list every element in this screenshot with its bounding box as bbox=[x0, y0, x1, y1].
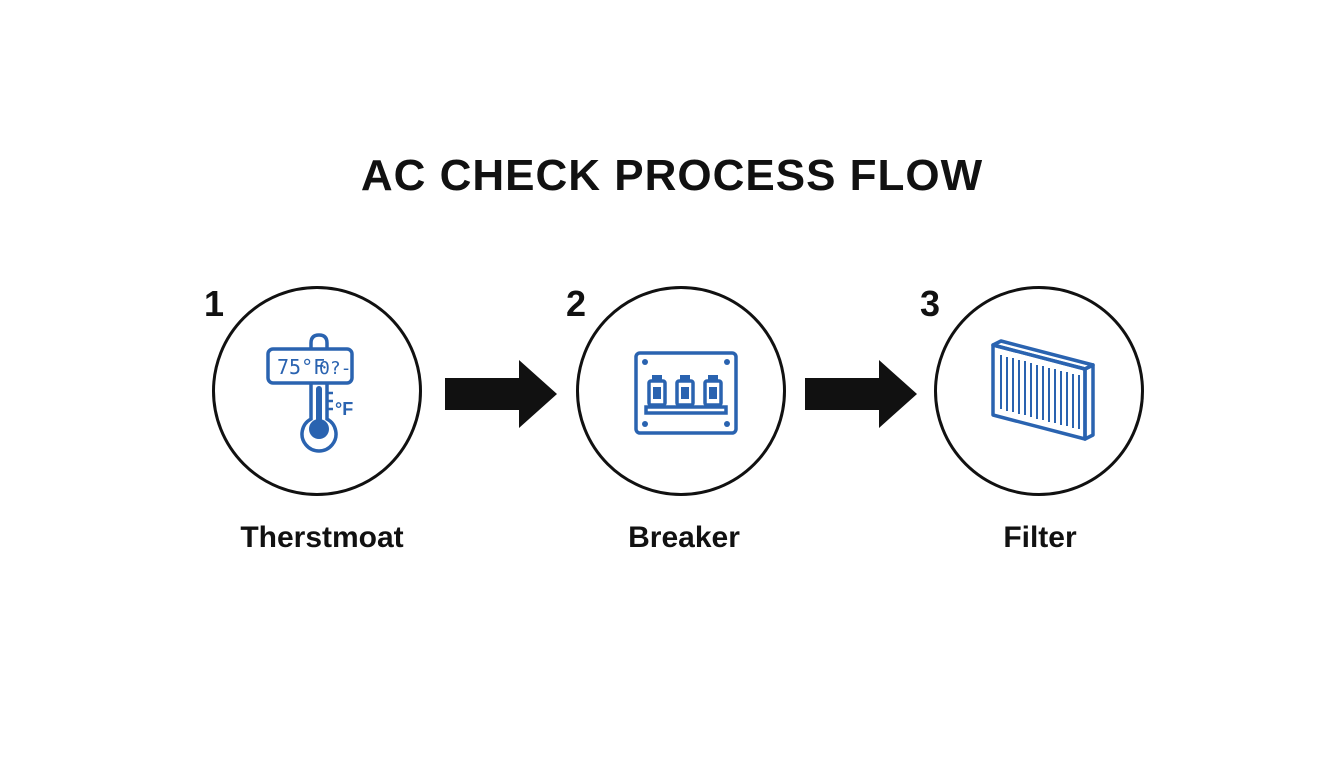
thermostat-display-temp: 75°F bbox=[277, 355, 325, 379]
thermostat-icon: 75°F 0?- °F bbox=[266, 333, 354, 453]
breaker-panel-icon bbox=[634, 351, 738, 435]
step-1-number: 1 bbox=[204, 283, 225, 324]
arrow-right-icon bbox=[445, 360, 557, 428]
step-3-circle bbox=[934, 286, 1144, 496]
thermostat-unit: °F bbox=[335, 399, 353, 419]
step-3-label: Filter bbox=[1003, 521, 1077, 554]
step-2-number: 2 bbox=[566, 283, 587, 324]
diagram-title: AC CHECK PROCESS FLOW bbox=[360, 151, 984, 200]
step-2-label: Breaker bbox=[628, 521, 740, 554]
thermostat-display-extra: 0?- bbox=[319, 358, 352, 379]
step-3-number: 3 bbox=[920, 283, 941, 324]
step-1-circle: 75°F 0?- °F bbox=[212, 286, 422, 496]
step-2-circle bbox=[576, 286, 786, 496]
step-1-label: Therstmoat bbox=[240, 521, 404, 554]
air-filter-icon bbox=[991, 339, 1095, 441]
arrow-right-icon bbox=[805, 360, 917, 428]
